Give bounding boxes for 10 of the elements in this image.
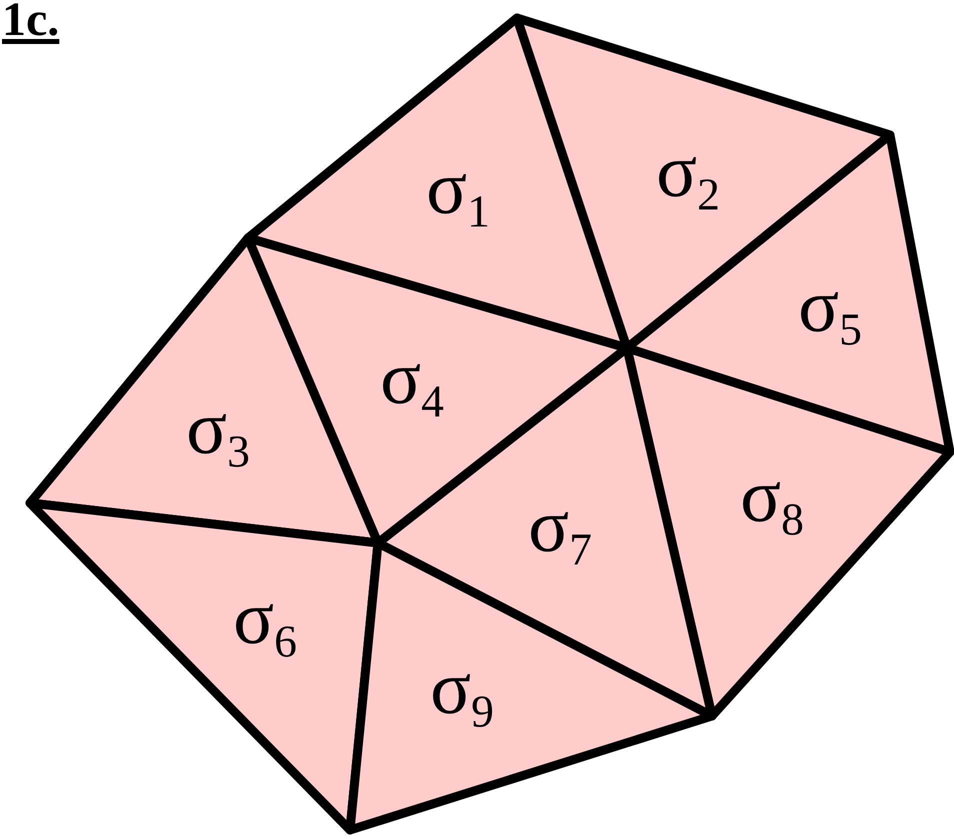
face-label: σ$_{2}$ [656,132,720,218]
face-label: σ$_{8}$ [740,458,804,542]
face-label: σ$_{9}$ [430,650,494,734]
face-label: σ$_{5}$ [798,268,862,352]
face-label: σ$_{6}$ [233,580,297,664]
face-label: σ$_{7}$ [528,488,592,572]
face-label: σ$_{1}$ [426,150,490,234]
panel-heading: 1c. [2,0,60,44]
face-label: σ$_{3}$ [186,390,250,474]
face-label: σ$_{4}$ [380,340,444,424]
